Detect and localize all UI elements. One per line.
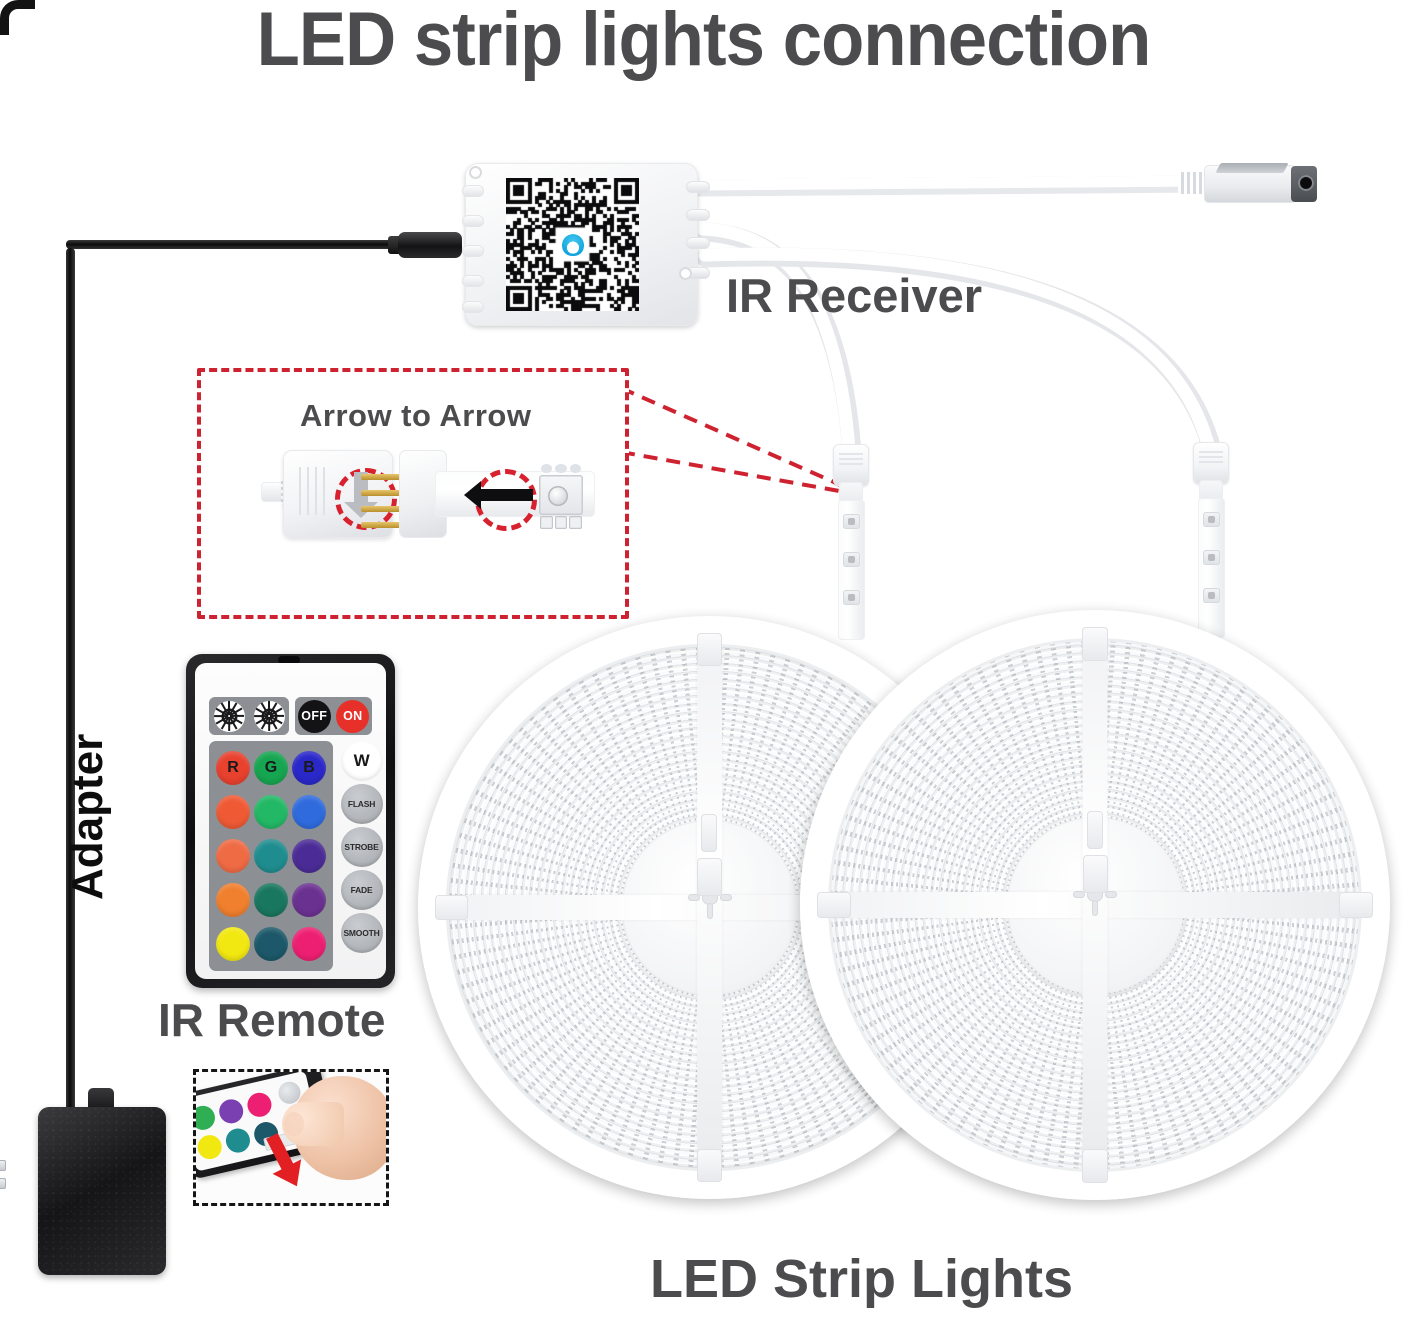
led-strip-segment-left <box>838 500 865 640</box>
dc-barrel-jack[interactable] <box>1178 163 1317 205</box>
page-title: LED strip lights connection <box>256 0 1152 82</box>
led-reel-right <box>800 610 1390 1200</box>
reel-notch <box>434 895 469 920</box>
sun-icon <box>254 701 285 732</box>
reel-notch <box>816 892 851 918</box>
color-button-2-0[interactable] <box>216 839 250 873</box>
photo-color-swatch <box>216 1096 246 1126</box>
ir-emitter-icon <box>278 656 300 664</box>
reel-hub-clip <box>1073 888 1117 922</box>
brightness-down-button[interactable] <box>253 700 285 732</box>
color-button-1-1[interactable] <box>254 795 288 829</box>
qr-code[interactable] <box>506 178 639 311</box>
photo-color-swatch <box>223 1126 253 1155</box>
reel-notch <box>697 632 722 667</box>
reel-notch <box>1082 1149 1108 1184</box>
power-barrel-plug <box>398 232 462 258</box>
power-cable-horizontal <box>66 240 416 249</box>
mode-button-flash[interactable]: FLASH <box>340 784 383 824</box>
photo-color-swatch <box>245 1090 275 1120</box>
mode-button-strobe[interactable]: STROBE <box>340 827 383 867</box>
color-button-3-0[interactable] <box>216 883 250 917</box>
mode-button-smooth[interactable]: SMOOTH <box>340 913 383 953</box>
label-led-strip-lights: LED Strip Lights <box>650 1249 1073 1309</box>
color-button-0-1[interactable]: G <box>254 751 288 785</box>
power-adapter <box>38 1107 166 1275</box>
color-button-2-2[interactable] <box>292 839 326 873</box>
jack-hole-icon <box>1298 175 1314 191</box>
label-adapter: Adapter <box>63 733 112 900</box>
adapter-prongs <box>0 1160 8 1194</box>
inset-caption: Arrow to Arrow <box>300 398 532 433</box>
led-strip-end <box>399 450 595 540</box>
remote-top-row: OFF ON <box>209 697 372 735</box>
bluetooth-controller-box[interactable] <box>462 163 710 326</box>
power-cable-corner <box>0 0 35 35</box>
reel-notch <box>697 1148 722 1183</box>
sun-icon <box>214 701 245 732</box>
mode-button-w[interactable]: W <box>340 741 383 781</box>
color-button-0-0[interactable]: R <box>216 751 250 785</box>
reel-notch <box>1082 626 1108 661</box>
color-button-1-2[interactable] <box>292 795 326 829</box>
color-button-4-1[interactable] <box>254 927 288 961</box>
color-button-3-2[interactable] <box>292 883 326 917</box>
battery-tab-pull-photo <box>193 1069 389 1206</box>
color-button-0-2[interactable]: B <box>292 751 326 785</box>
power-cable-vertical <box>66 248 75 1148</box>
arrow-to-arrow-inset: Arrow to Arrow <box>197 368 629 619</box>
color-button-4-2[interactable] <box>292 927 326 961</box>
color-button-2-1[interactable] <box>254 839 288 873</box>
connector-pins <box>361 472 403 534</box>
arrow-marker-right <box>464 481 533 509</box>
cloud-arc-icon <box>557 229 588 260</box>
label-ir-remote: IR Remote <box>158 994 386 1046</box>
power-off-button[interactable]: OFF <box>297 699 331 733</box>
photo-color-swatch <box>196 1132 224 1162</box>
photo-color-swatch <box>196 1103 217 1133</box>
color-button-4-0[interactable] <box>216 927 250 961</box>
color-button-1-0[interactable] <box>216 795 250 829</box>
brightness-up-button[interactable] <box>213 700 245 732</box>
mode-button-fade[interactable]: FADE <box>340 870 383 910</box>
power-on-button[interactable]: ON <box>336 699 370 733</box>
color-button-3-1[interactable] <box>254 883 288 917</box>
reel-notch <box>1339 892 1374 918</box>
label-ir-receiver: IR Receiver <box>726 269 983 322</box>
led-strip-segment-right <box>1198 498 1225 638</box>
